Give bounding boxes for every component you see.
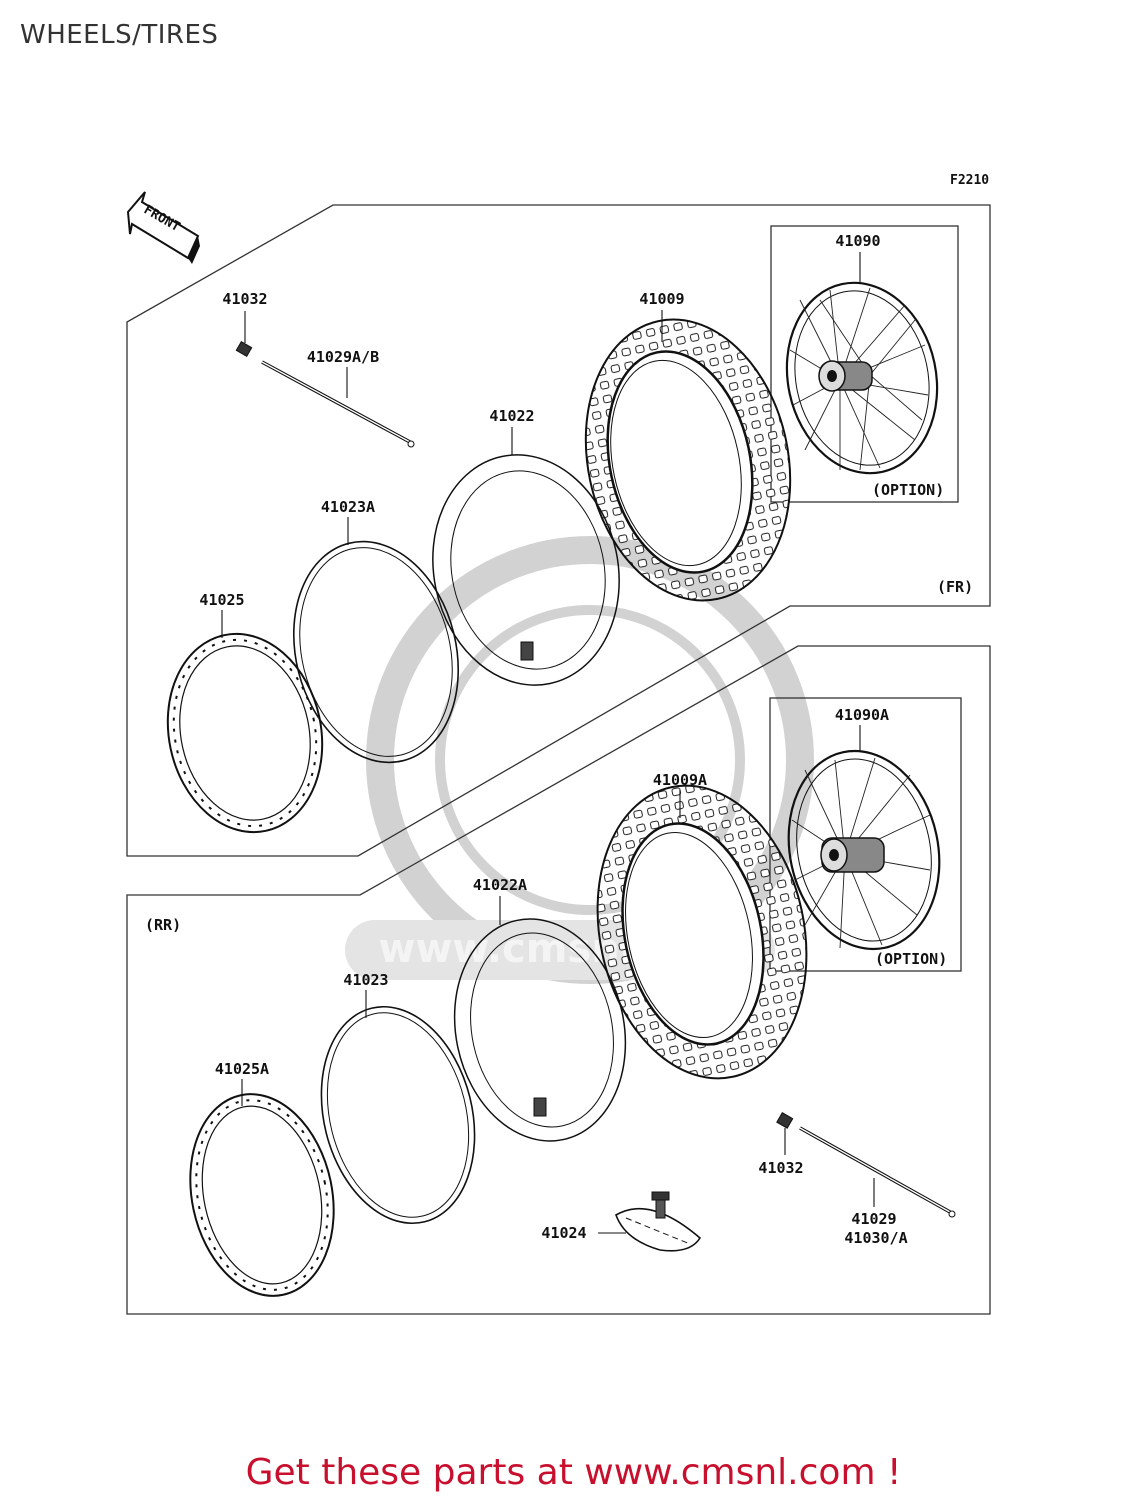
- rear-wheel-assembly: [787, 749, 941, 951]
- callout-rear-spoke-nipple: 41032: [758, 1159, 803, 1177]
- parts-diagram: www.cmsnl.com F2210 FRONT (FR) (RR) (OPT…: [126, 173, 991, 1315]
- callout-rear-tire: 41009A: [653, 771, 707, 789]
- rear-option-label: (OPTION): [875, 950, 947, 968]
- front-option-label: (OPTION): [872, 481, 944, 499]
- callout-rear-rim: 41025A: [215, 1060, 269, 1078]
- leader-lines: [221, 252, 875, 1234]
- rear-section-frame: [126, 645, 991, 1315]
- callout-rim-lock: 41024: [541, 1224, 586, 1242]
- front-rim-band: [292, 540, 460, 764]
- footer-link[interactable]: Get these parts at www.cmsnl.com !: [245, 1452, 902, 1493]
- callout-rear-wheel-assy: 41090A: [835, 706, 889, 724]
- front-spoke-nipple: [235, 340, 253, 358]
- rear-section-label: (RR): [145, 916, 181, 934]
- rear-rim: [189, 1093, 335, 1297]
- front-tube: [432, 454, 620, 686]
- front-tire: [584, 318, 792, 602]
- figure-code: F2210: [950, 173, 989, 188]
- front-wheel-assembly: [785, 281, 939, 475]
- callout-front-spoke-nipple: 41032: [222, 290, 267, 308]
- callout-front-rim: 41025: [199, 591, 244, 609]
- callout-front-wheel-assy: 41090: [835, 232, 880, 250]
- callout-labels: 41032 41029A/B 41022 41009 41090 41023A …: [199, 232, 907, 1247]
- rim-lock: [615, 1191, 702, 1252]
- page-title: WHEELS/TIRES: [20, 20, 219, 50]
- rear-option-box: [769, 697, 962, 972]
- callout-rear-rim-band: 41023: [343, 971, 388, 989]
- callout-front-rim-band: 41023A: [321, 498, 375, 516]
- front-option-box: [770, 225, 959, 503]
- front-section-label: (FR): [937, 578, 973, 596]
- callout-front-tire: 41009: [639, 290, 684, 308]
- callout-rear-spoke-2: 41030/A: [844, 1229, 907, 1247]
- callout-rear-spoke-1: 41029: [851, 1210, 896, 1228]
- front-rim: [166, 632, 324, 834]
- callout-front-spoke: 41029A/B: [307, 348, 379, 366]
- rear-tube: [453, 918, 627, 1142]
- front-spoke: [261, 360, 415, 448]
- callout-rear-tube: 41022A: [473, 876, 527, 894]
- rear-spoke-nipple: [776, 1111, 794, 1129]
- rear-spoke: [799, 1126, 956, 1218]
- front-section-frame: [126, 204, 991, 857]
- rear-rim-band: [320, 1005, 476, 1225]
- rear-tire: [596, 784, 808, 1080]
- callout-front-tube: 41022: [489, 407, 534, 425]
- front-arrow-icon: FRONT: [126, 191, 200, 264]
